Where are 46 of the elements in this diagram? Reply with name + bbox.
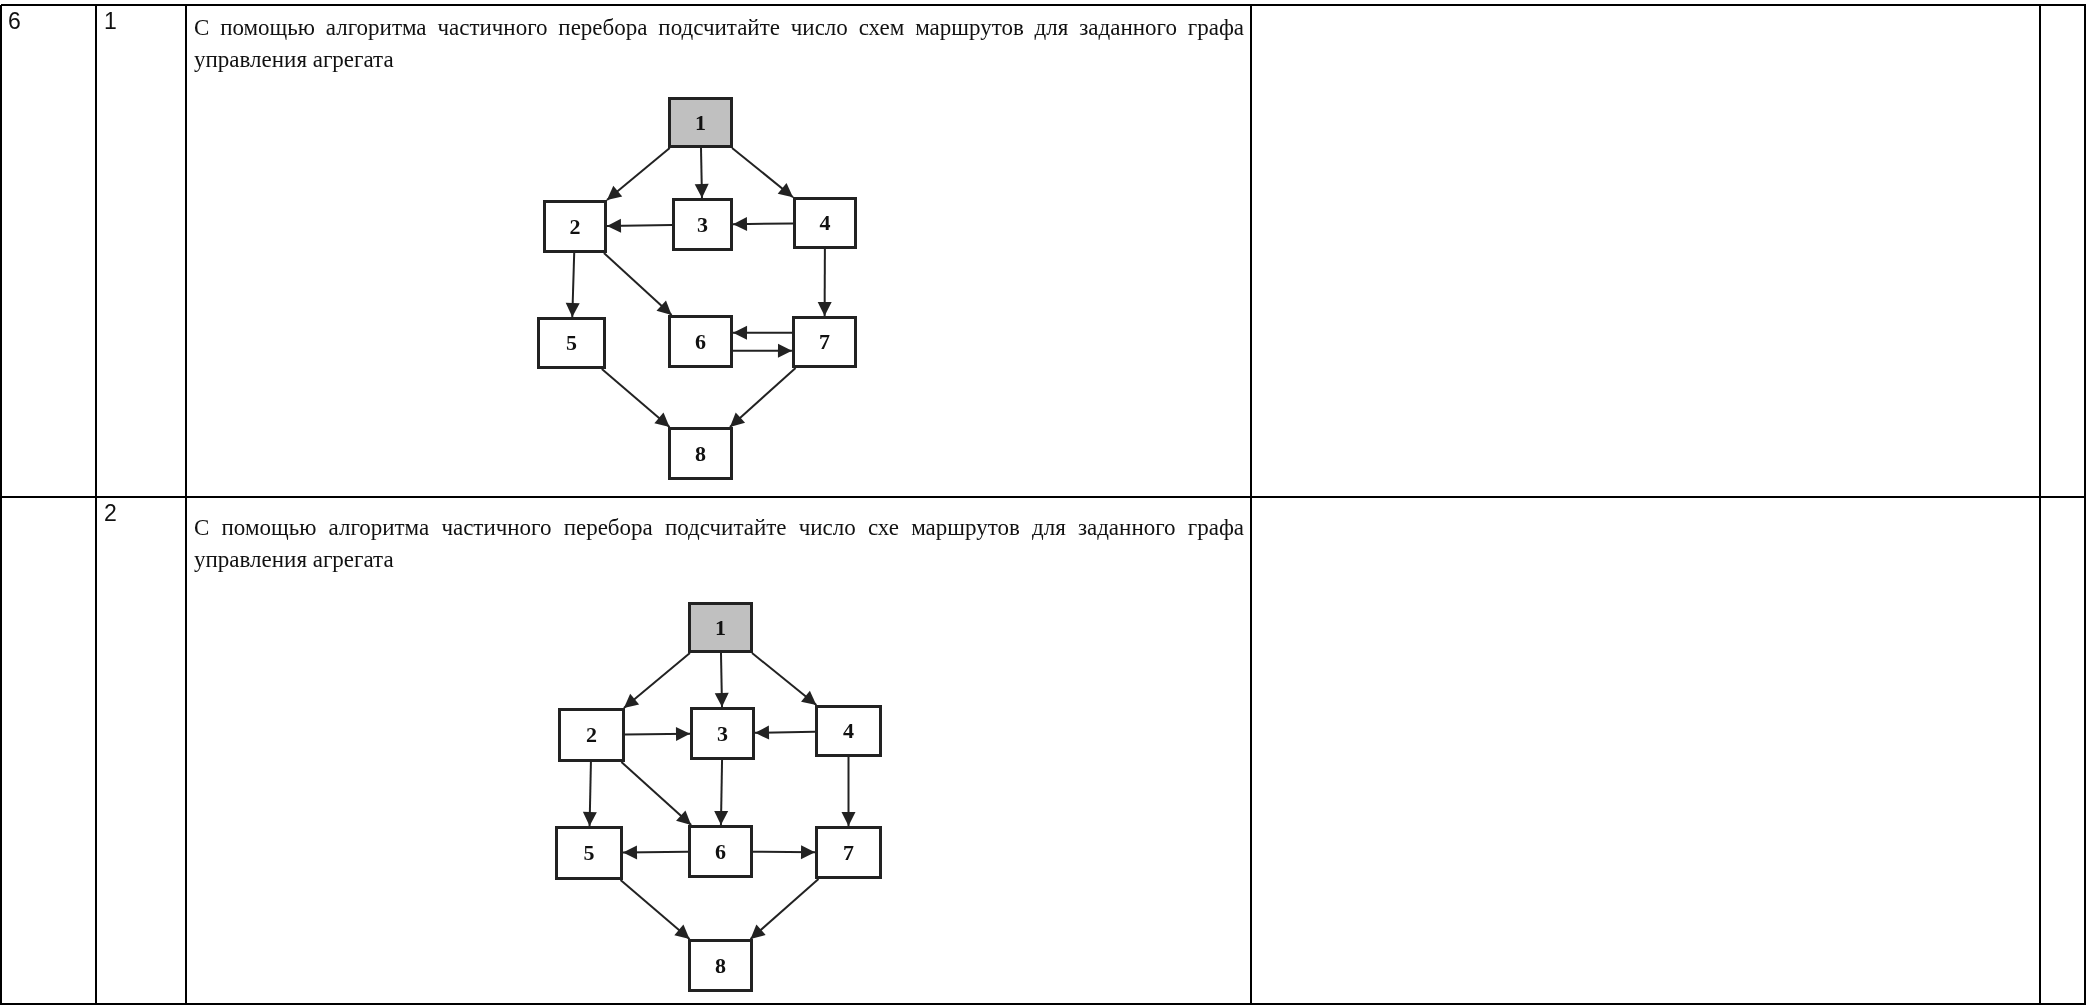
process-box: 7 — [792, 316, 857, 368]
process-box: 1 — [688, 602, 753, 653]
task-text: С помощью алгоритма частичного перебора подсчитайте число схем маршрутов для заданного графа управления агрегата — [194, 14, 1244, 74]
row-number: 6 — [8, 8, 21, 35]
process-box: 5 — [555, 826, 623, 880]
arrow — [620, 761, 693, 826]
arrow — [622, 845, 689, 860]
arrow — [714, 759, 729, 826]
arrow — [606, 147, 671, 201]
arrow — [732, 325, 794, 340]
process-box: 8 — [688, 939, 753, 992]
arrow — [622, 652, 691, 709]
arrow — [732, 216, 794, 231]
process-box: 8 — [668, 427, 733, 480]
arrow — [841, 756, 856, 827]
process-box: 1 — [668, 97, 733, 148]
process-box: 3 — [672, 198, 733, 251]
arrow — [565, 252, 580, 318]
process-box: 3 — [690, 707, 755, 760]
task-number: 2 — [104, 500, 117, 527]
process-box: 2 — [543, 200, 607, 253]
arrow — [728, 367, 797, 428]
arrow — [817, 248, 832, 317]
process-box: 6 — [688, 825, 753, 878]
arrow — [606, 218, 673, 233]
arrow — [582, 761, 597, 827]
arrow — [624, 727, 691, 742]
arrow — [731, 343, 793, 358]
task-number: 1 — [104, 8, 117, 35]
arrow — [714, 652, 729, 708]
task-text: С помощью алгоритма частичного перебора подсчитайте число схе маршрутов для заданного графа управления агрегата — [194, 514, 1244, 574]
arrow — [752, 845, 816, 860]
arrow — [754, 725, 816, 740]
process-box: 5 — [537, 317, 606, 369]
arrow — [731, 147, 794, 199]
arrow — [694, 147, 709, 199]
arrow — [751, 652, 818, 706]
process-box: 2 — [558, 708, 625, 762]
process-box: 7 — [815, 826, 882, 879]
process-box: 4 — [793, 197, 857, 249]
arrow — [600, 368, 671, 428]
arrow — [749, 878, 820, 940]
process-box: 6 — [668, 315, 733, 368]
process-box: 4 — [815, 705, 882, 757]
arrow — [619, 879, 691, 940]
arrow — [602, 252, 673, 316]
